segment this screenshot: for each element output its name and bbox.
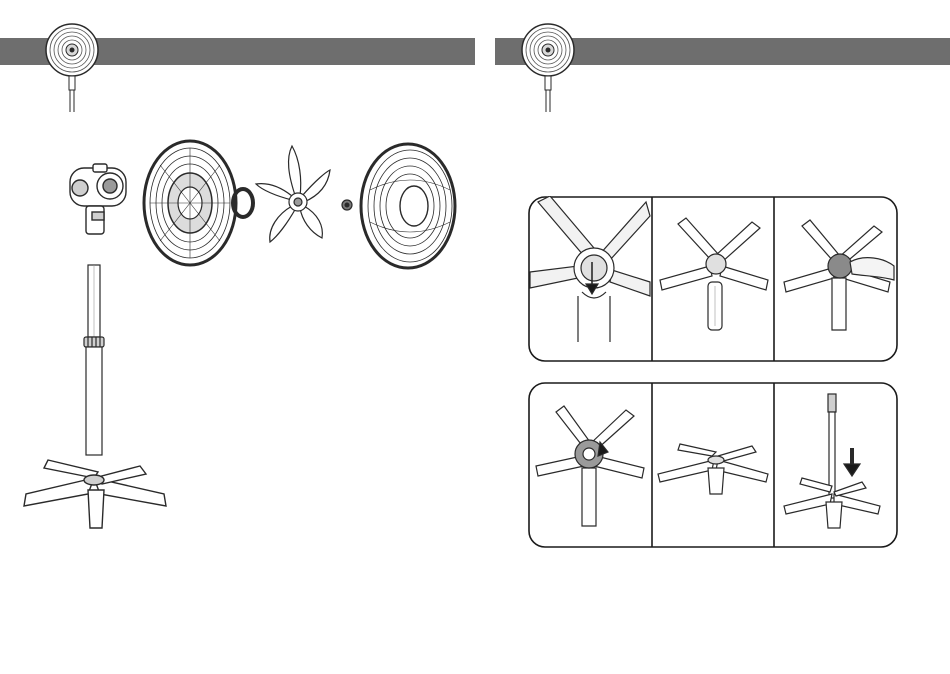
rear-guard-icon (144, 141, 236, 265)
fan-blade-icon (256, 146, 330, 242)
assembly-steps-group-1 (528, 196, 898, 362)
cross-base-icon (24, 460, 166, 528)
exploded-fan-parts (0, 0, 475, 674)
assembly-steps-group-2 (528, 382, 898, 548)
pole-collar-icon (84, 337, 104, 347)
motor-unit-icon (70, 164, 126, 234)
page-right-steps (475, 0, 950, 674)
lower-pole-icon (86, 347, 102, 455)
spinner-cap-icon (342, 200, 352, 210)
upper-pole-icon (88, 265, 100, 337)
front-guard-icon (361, 144, 455, 268)
page-left-parts (0, 0, 475, 674)
pedestal-fan-icon (520, 22, 576, 114)
